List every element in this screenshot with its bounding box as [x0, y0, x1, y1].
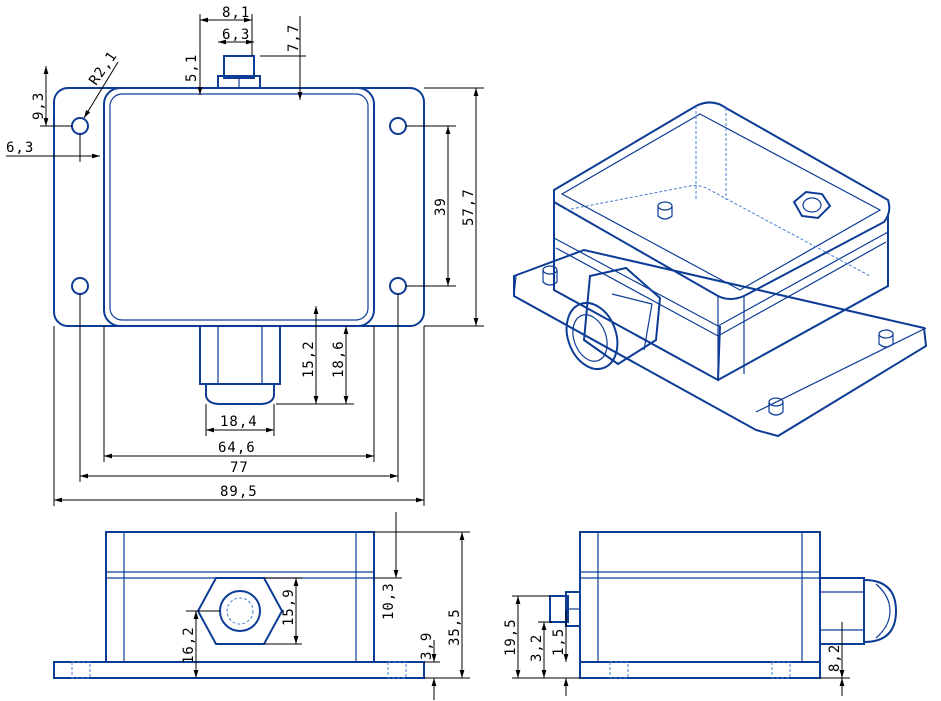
mounting-peg [878, 329, 894, 348]
dim-label: 10,3 [381, 582, 397, 620]
cable-gland [582, 266, 662, 366]
side-view [549, 531, 898, 679]
dim-label: 89,5 [220, 484, 258, 500]
dim-label: 18,6 [331, 340, 347, 378]
dim-label: 6,3 [6, 140, 34, 156]
dim-label: 15,9 [281, 588, 297, 626]
dim-label: 57,7 [461, 188, 477, 226]
dim-label: 3,2 [529, 634, 545, 662]
dim-label: 19,5 [503, 618, 519, 656]
dim-label: 18,4 [220, 414, 258, 430]
top-view [53, 55, 425, 405]
side-view-dimensions: 19,5 3,2 1,5 8,2 [503, 595, 850, 696]
dim-label: 5,1 [184, 54, 200, 82]
dim-label: 16,2 [181, 626, 197, 664]
mounting-hole [389, 277, 407, 295]
front-view [53, 531, 425, 679]
dim-label: 15,2 [301, 340, 317, 378]
top-view-dimensions: 8,1 6,3 7,7 5,1 R2,1 9,3 6,3 39 57,7 [6, 5, 484, 506]
dim-label: 35,5 [447, 608, 463, 646]
dim-label: 1,5 [551, 628, 567, 656]
body-outline [579, 531, 821, 663]
mounting-peg [768, 397, 784, 416]
mounting-peg [657, 201, 673, 220]
connector-nut [792, 190, 832, 220]
dim-label: 39 [433, 197, 449, 216]
front-view-dimensions: 10,3 35,5 3,9 16,2 15,9 [181, 512, 470, 700]
dim-label: 8,2 [827, 644, 843, 672]
flange-outline [579, 661, 821, 679]
cable-gland [199, 325, 281, 385]
connector [223, 55, 255, 79]
dim-label: 7,7 [286, 24, 302, 52]
body-outline [103, 87, 375, 327]
dim-label: 8,1 [222, 5, 250, 21]
dim-label: 3,9 [419, 632, 435, 660]
dim-label: 6,3 [222, 27, 250, 43]
mounting-hole [389, 117, 407, 135]
dim-label: 9,3 [31, 92, 47, 120]
mounting-peg [542, 265, 558, 286]
body-outline [105, 531, 375, 663]
flange-outline [53, 661, 425, 679]
dim-label: 64,6 [218, 440, 256, 456]
dim-label: 77 [230, 460, 249, 476]
mounting-hole [71, 277, 89, 295]
mounting-hole [71, 117, 89, 135]
isometric-view [513, 101, 928, 438]
dim-label: R2,1 [86, 48, 121, 88]
